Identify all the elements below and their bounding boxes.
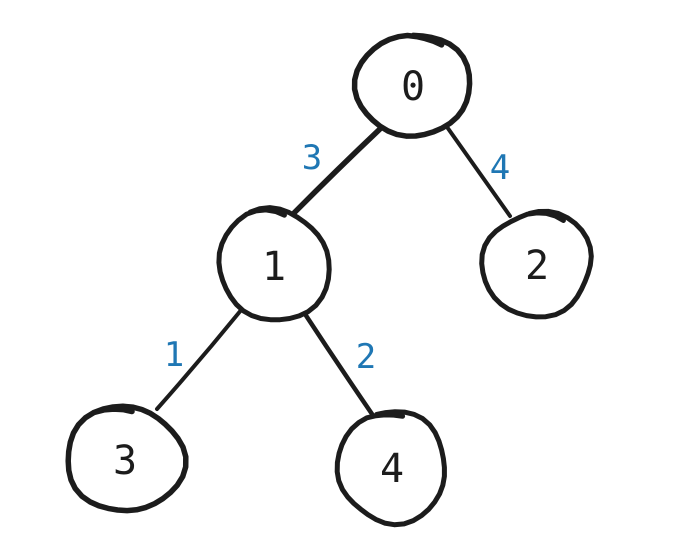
tree-edge-0-2 xyxy=(445,125,512,218)
tree-edge-0-1 xyxy=(291,125,384,216)
edge-weight-label-0-1: 3 xyxy=(302,138,322,178)
tree-node-circle-3 xyxy=(65,403,189,514)
edge-weight-label-1-3: 1 xyxy=(164,335,184,375)
tree-node-label-0: 0 xyxy=(401,64,425,110)
tree-node-circle-4 xyxy=(334,409,447,528)
tree-node-label-2: 2 xyxy=(525,243,549,289)
edges-layer xyxy=(155,125,512,417)
tree-node-circle-1 xyxy=(216,205,332,323)
tree-edge-1-3 xyxy=(155,307,244,411)
edge-weight-label-0-2: 4 xyxy=(490,148,510,188)
tree-node-label-3: 3 xyxy=(113,438,137,484)
tree-node-label-4: 4 xyxy=(380,446,404,492)
tree-node-circle-0 xyxy=(351,32,473,139)
nodes-layer: 0 1 2 3 4 xyxy=(65,32,594,528)
labels-layer: 3 4 1 2 xyxy=(164,138,510,377)
tree-node-circle-2 xyxy=(479,208,594,320)
edge-weight-label-1-4: 2 xyxy=(356,337,376,377)
tree-edge-1-4 xyxy=(300,308,375,417)
tree-node-label-1: 1 xyxy=(262,244,286,290)
